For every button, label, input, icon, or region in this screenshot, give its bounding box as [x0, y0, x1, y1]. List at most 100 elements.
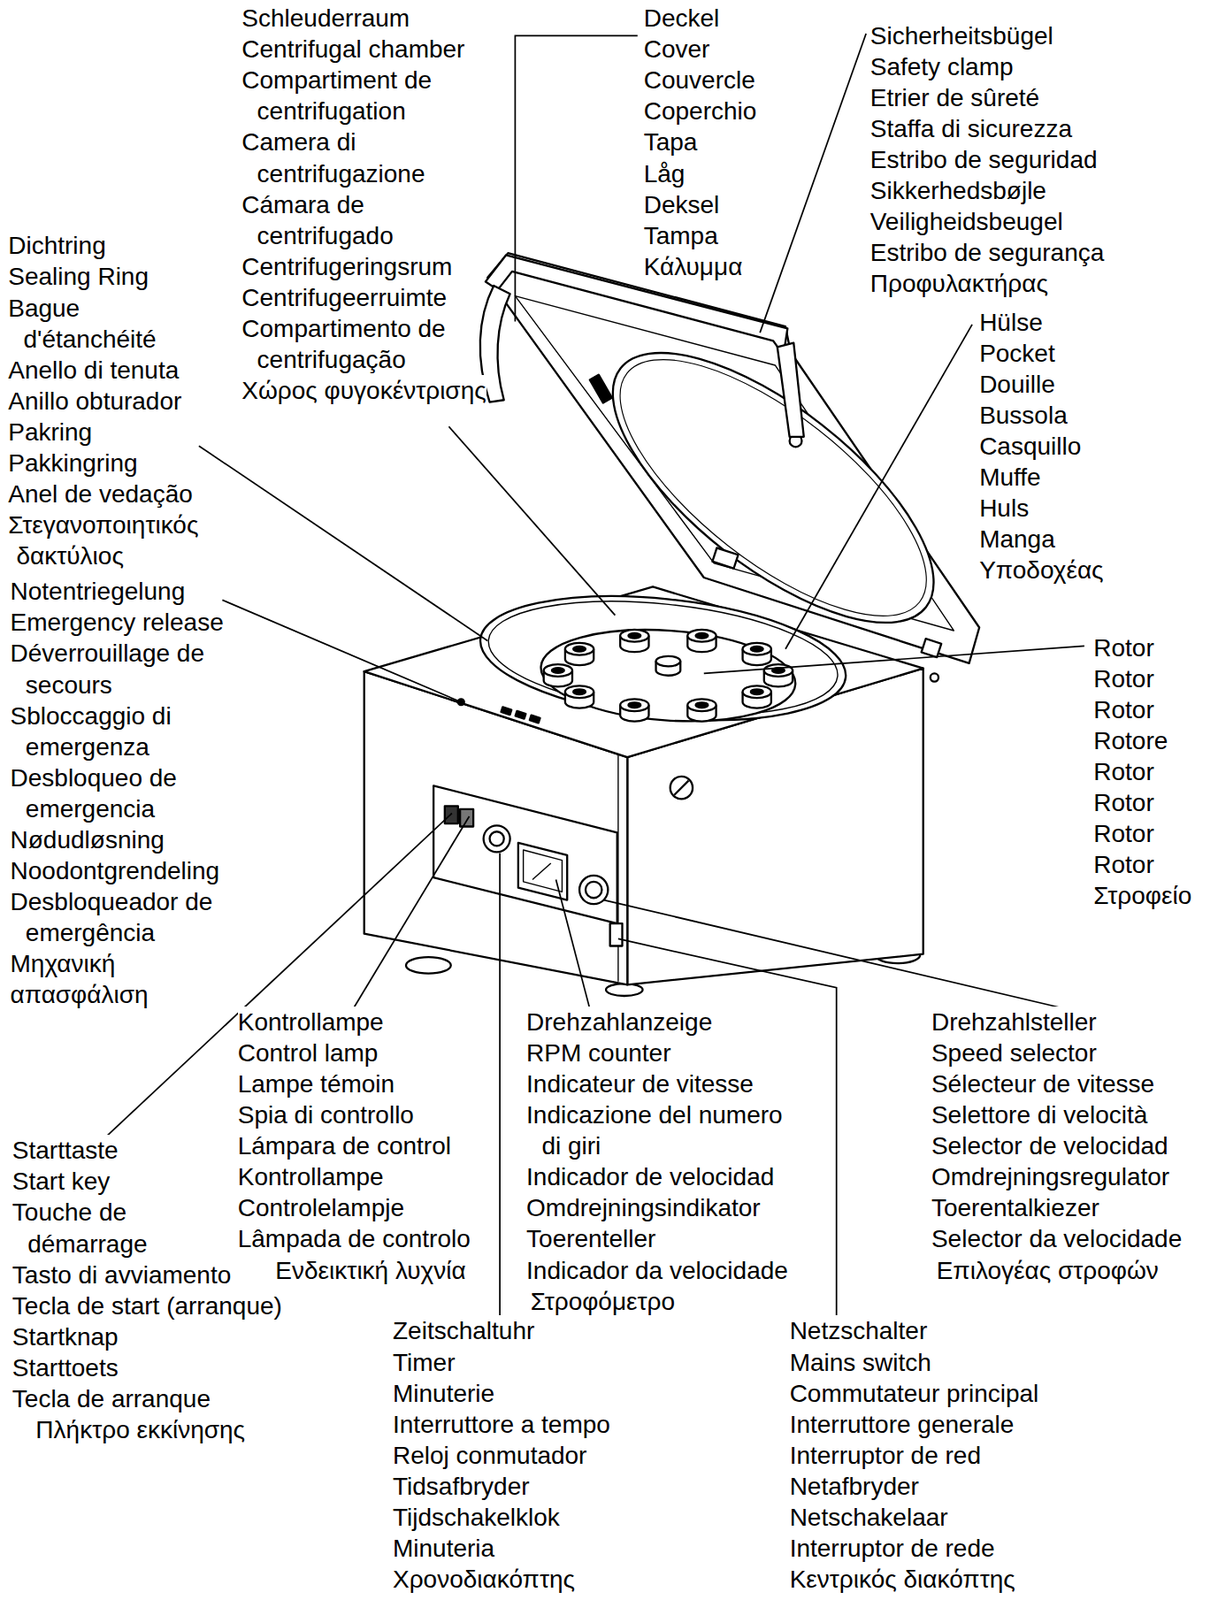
- part-label: Κάλυμμα: [643, 251, 744, 283]
- rotor: [696, 633, 709, 639]
- label-group: DrehzahlstellerSpeed selectorSélecteur d…: [931, 1006, 1182, 1287]
- top-holes: [529, 715, 541, 724]
- housing: [712, 547, 738, 568]
- centrifugal-chamber: [474, 580, 852, 737]
- part-label: Interruttore a tempo: [392, 1409, 611, 1441]
- part-label: Safety clamp: [870, 51, 1014, 83]
- part-label: Déverrouillage de secours: [10, 637, 207, 700]
- housing: [674, 781, 689, 796]
- part-label: Rotor: [1093, 663, 1154, 695]
- label-group: RotorRotorRotorRotoreRotorRotorRotorRoto…: [1093, 632, 1192, 912]
- part-label: Sicherheitsbügel: [870, 20, 1054, 52]
- part-label: Lampe témoin: [237, 1068, 395, 1100]
- label-group: DeckelCoverCouvercleCoperchioTapaLågDeks…: [643, 2, 758, 283]
- part-label: Casquillo: [979, 430, 1081, 462]
- part-label: Muffe: [979, 461, 1042, 493]
- leader-line: [759, 33, 866, 333]
- control-panel: [585, 881, 602, 898]
- part-label: Hülse: [979, 306, 1043, 338]
- part-label: Μηχανική απασφάλιση: [10, 948, 118, 1011]
- part-label: Anello di tenuta: [7, 354, 179, 386]
- label-group: DichtringSealing RingBague d'étanchéitéA…: [7, 229, 200, 572]
- part-label: Sikkerhedsbøjle: [870, 175, 1047, 207]
- part-label: Sealing Ring: [7, 260, 149, 292]
- part-label: Στροφείο: [1093, 880, 1192, 912]
- part-label: Interruptor de rede: [789, 1532, 996, 1564]
- centrifugal-chamber: [482, 586, 843, 731]
- part-label: Rotore: [1093, 725, 1168, 757]
- part-label: Minuterie: [392, 1378, 495, 1410]
- part-label: Tidsafbryder: [392, 1470, 530, 1502]
- part-label: Anel de vedação: [7, 478, 193, 510]
- part-label: Interruttore generale: [789, 1409, 1015, 1441]
- control-panel: [444, 805, 459, 824]
- part-label: Selector da velocidade: [931, 1223, 1182, 1255]
- part-label: Deksel: [643, 189, 721, 221]
- part-label: Dichtring: [7, 229, 106, 261]
- rotor: [565, 643, 594, 656]
- part-label: Startknap: [12, 1321, 119, 1353]
- part-label: Kontrollampe: [237, 1006, 384, 1038]
- rotor: [565, 643, 594, 666]
- part-label: Reloj conmutador: [392, 1440, 587, 1471]
- part-label: Låg: [643, 158, 686, 190]
- part-label: Compartiment de centrifugation: [241, 64, 434, 127]
- part-label: Starttaste: [12, 1134, 119, 1166]
- rotor: [743, 685, 772, 708]
- leader-line: [498, 852, 501, 1323]
- part-label: Touche de démarrage: [12, 1196, 129, 1259]
- housing-foot: [605, 983, 644, 996]
- part-label: Υποδοχέας: [979, 554, 1104, 586]
- part-label: Rotor: [1093, 849, 1154, 881]
- part-label: Pocket: [979, 337, 1056, 369]
- part-label: Omdrejningsindikator: [526, 1192, 761, 1224]
- label-group: SchleuderraumCentrifugal chamberComparti…: [241, 2, 486, 406]
- rotor: [656, 656, 682, 676]
- rotor: [543, 664, 573, 677]
- rotor: [687, 629, 716, 643]
- housing: [364, 547, 942, 985]
- leader-line: [604, 900, 1068, 1010]
- rotor: [551, 667, 565, 674]
- part-label: Lámpara de control: [237, 1130, 452, 1162]
- label-group: SicherheitsbügelSafety clampEtrier de sû…: [870, 20, 1105, 300]
- housing: [930, 673, 939, 682]
- part-label: Rotor: [1093, 756, 1154, 788]
- rotor: [696, 702, 709, 708]
- part-label: Tasto di avviamento: [12, 1259, 231, 1291]
- centrifuge-drawing: [364, 252, 980, 996]
- rotor: [687, 629, 716, 652]
- rotor: [743, 685, 772, 698]
- part-label: Kontrollampe: [237, 1161, 384, 1193]
- part-label: Centrifugal chamber: [241, 33, 465, 65]
- part-label: Start key: [12, 1165, 110, 1197]
- leader-line: [222, 599, 461, 702]
- part-label: Στροφόμετρο: [530, 1286, 675, 1318]
- label-group: ZeitschaltuhrTimerMinuterieInterruttore …: [392, 1315, 611, 1595]
- part-label: Lâmpada de controlo: [237, 1223, 471, 1255]
- part-label: Χώρος φυγοκέντρισης: [241, 375, 486, 406]
- part-label: Timer: [392, 1347, 456, 1379]
- part-label: Anillo obturador: [7, 385, 182, 417]
- part-label: Indicador de velocidad: [526, 1161, 774, 1193]
- part-label: Indicateur de vitesse: [526, 1068, 754, 1100]
- part-label: Coperchio: [643, 95, 758, 127]
- safety-clamp: [480, 254, 805, 437]
- part-label: Spia di controllo: [237, 1099, 414, 1131]
- housing: [921, 638, 943, 658]
- part-label: Κεντρικός διακόπτης: [789, 1563, 1016, 1595]
- leader-line: [448, 426, 615, 615]
- part-label: Rotor: [1093, 818, 1154, 850]
- label-group: HülsePocketDouilleBussolaCasquilloMuffeH…: [979, 306, 1104, 587]
- top-holes: [501, 706, 513, 715]
- rotor: [656, 656, 682, 667]
- part-label: Drehzahlanzeige: [526, 1006, 713, 1038]
- part-label: Selector de velocidad: [931, 1130, 1169, 1162]
- part-label: Starttoets: [12, 1352, 119, 1384]
- rotor: [628, 702, 641, 708]
- part-label: Zeitschaltuhr: [392, 1315, 535, 1347]
- lid: [589, 375, 613, 404]
- rotor: [620, 698, 649, 721]
- top-holes: [458, 698, 541, 723]
